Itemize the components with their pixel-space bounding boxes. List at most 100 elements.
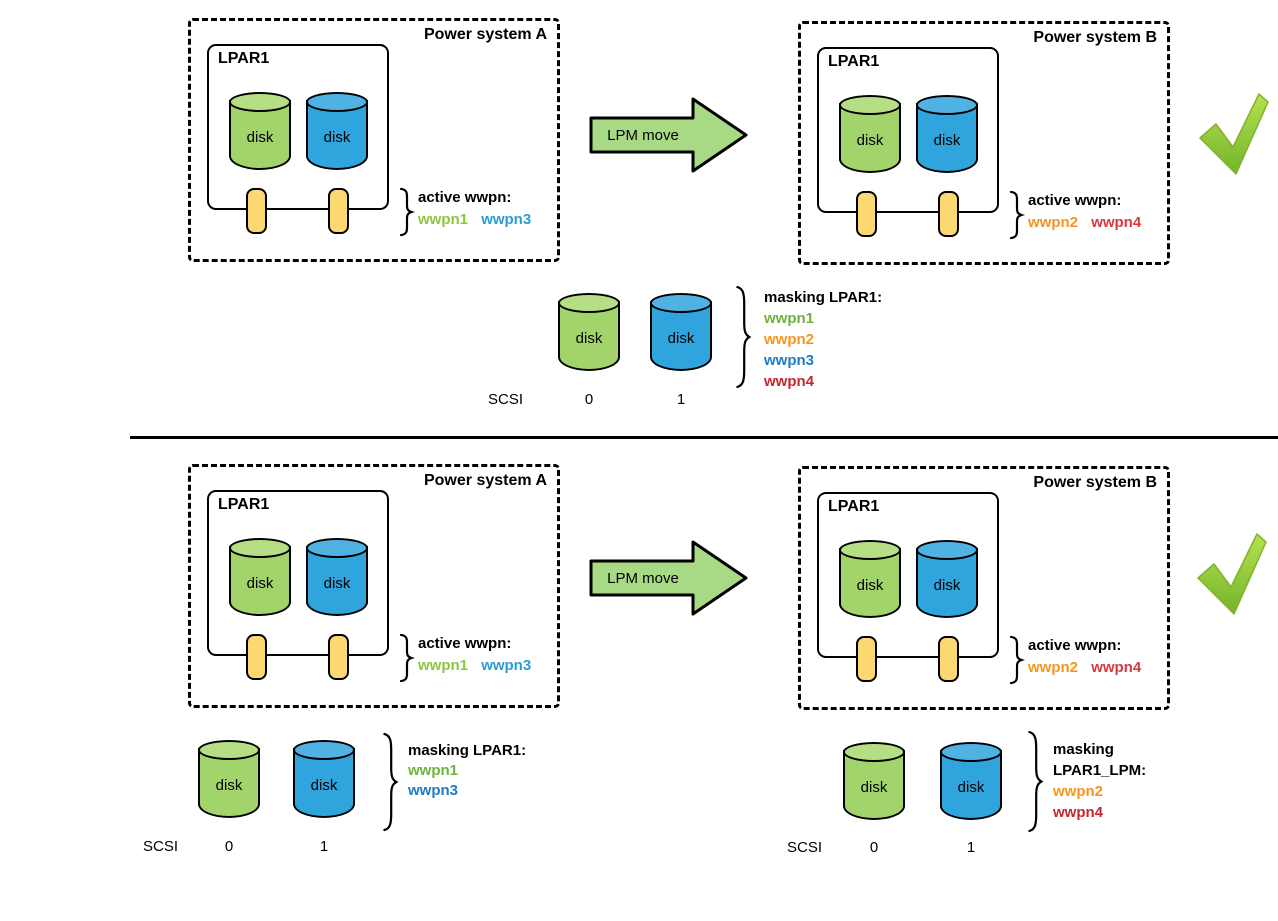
power-system-b-box-top: Power system B LPAR1 disk disk active ww… — [798, 21, 1170, 265]
fc-adapter — [246, 188, 267, 234]
disk-cylinder-green: disk — [198, 740, 260, 818]
active-wwpn-block: active wwpn: wwpn2 wwpn4 — [1028, 635, 1141, 679]
active-wwpn-values: wwpn2 wwpn4 — [1028, 212, 1141, 234]
disk-top — [916, 95, 978, 115]
wwpn-value: wwpn4 — [1091, 659, 1142, 676]
disk-cylinder-blue: disk — [306, 538, 368, 616]
brace — [398, 188, 413, 236]
lpm-move-arrow: LPM move — [588, 538, 750, 618]
power-system-title: Power system A — [423, 472, 547, 489]
disk-cylinder-green: disk — [839, 540, 901, 618]
lpar-label: LPAR1 — [828, 53, 880, 70]
disk-label: disk — [323, 575, 351, 592]
lpar-box: LPAR1 disk disk — [817, 492, 999, 658]
wwpn-value: wwpn1 — [418, 657, 469, 674]
active-wwpn-values: wwpn1 wwpn3 — [418, 209, 531, 231]
disk-top — [229, 538, 291, 558]
brace — [734, 285, 751, 389]
disk-label: disk — [957, 779, 985, 796]
wwpn-value: wwpn2 — [1028, 659, 1079, 676]
wwpn-value: wwpn2 — [764, 331, 815, 348]
wwpn-value: wwpn3 — [481, 657, 532, 674]
lpar-box: LPAR1 disk disk — [207, 44, 389, 210]
power-system-title: Power system B — [1033, 29, 1157, 46]
active-wwpn-values: wwpn1 wwpn3 — [418, 655, 531, 677]
lpm-move-label: LPM move — [607, 570, 679, 587]
disk-label: disk — [667, 330, 695, 347]
lpar-box: LPAR1 disk disk — [207, 490, 389, 656]
disk-label: disk — [933, 577, 961, 594]
disk-top — [293, 740, 355, 760]
brace — [1008, 636, 1023, 684]
block-arrow-icon — [589, 97, 748, 173]
disk-top — [306, 92, 368, 112]
disk-cylinder-green: disk — [229, 538, 291, 616]
active-wwpn-label: active wwpn: — [1028, 192, 1122, 209]
wwpn-value: wwpn1 — [418, 211, 469, 228]
disk-label: disk — [575, 330, 603, 347]
fc-adapter — [856, 191, 877, 237]
wwpn-value: wwpn3 — [764, 352, 815, 369]
wwpn-value: wwpn2 — [1028, 214, 1079, 231]
scsi-slot-0: 0 — [869, 839, 879, 856]
disk-top — [558, 293, 620, 313]
block-arrow-icon — [589, 540, 748, 616]
disk-cylinder-blue: disk — [650, 293, 712, 371]
wwpn-value: wwpn1 — [764, 310, 815, 327]
disk-label: disk — [323, 129, 351, 146]
scsi-label: SCSI — [143, 838, 179, 855]
active-wwpn-values: wwpn2 wwpn4 — [1028, 657, 1141, 679]
scsi-slot-0: 0 — [224, 838, 234, 855]
disk-top — [839, 95, 901, 115]
scsi-label: SCSI — [488, 391, 524, 408]
active-wwpn-block: active wwpn: wwpn1 wwpn3 — [418, 633, 531, 677]
disk-top — [229, 92, 291, 112]
fc-adapter — [328, 634, 349, 680]
disk-label: disk — [215, 777, 243, 794]
brace — [381, 732, 398, 832]
disk-cylinder-blue: disk — [940, 742, 1002, 820]
disk-cylinder-blue: disk — [916, 540, 978, 618]
scsi-label: SCSI — [787, 839, 823, 856]
masking-group-a: disk disk masking LPAR1: wwpn1 wwpn3 SCS… — [143, 732, 563, 867]
lpar-label: LPAR1 — [218, 50, 270, 67]
disk-body — [916, 548, 978, 618]
disk-top — [940, 742, 1002, 762]
power-system-a-box-bottom: Power system A LPAR1 disk disk active ww… — [188, 464, 560, 708]
lpm-move-label: LPM move — [607, 127, 679, 144]
wwpn-value: wwpn3 — [408, 782, 459, 799]
disk-label: disk — [856, 577, 884, 594]
wwpn-value: wwpn4 — [764, 373, 815, 390]
active-wwpn-block: active wwpn: wwpn2 wwpn4 — [1028, 190, 1141, 234]
active-wwpn-block: active wwpn: wwpn1 wwpn3 — [418, 187, 531, 231]
masking-text-block: masking LPAR1: wwpn1 wwpn2 wwpn3 wwpn4 — [764, 287, 882, 392]
masking-text-block: masking LPAR1: wwpn1 wwpn3 — [408, 741, 526, 801]
disk-cylinder-green: disk — [839, 95, 901, 173]
disk-cylinder-green: disk — [558, 293, 620, 371]
disk-cylinder-green: disk — [843, 742, 905, 820]
masking-title: masking LPAR1_LPM: — [1053, 741, 1147, 779]
fc-adapter — [246, 634, 267, 680]
masking-text-block: masking LPAR1_LPM: wwpn2 wwpn4 — [1053, 739, 1168, 823]
masking-title: masking LPAR1: — [764, 289, 883, 306]
power-system-title: Power system B — [1033, 474, 1157, 491]
masking-group-b: disk disk masking LPAR1_LPM: wwpn2 wwpn4… — [787, 730, 1207, 870]
power-system-b-box-bottom: Power system B LPAR1 disk disk active ww… — [798, 466, 1170, 710]
scsi-slot-0: 0 — [584, 391, 594, 408]
disk-label: disk — [246, 129, 274, 146]
disk-cylinder-green: disk — [229, 92, 291, 170]
fc-adapter — [328, 188, 349, 234]
disk-top — [198, 740, 260, 760]
scsi-slot-1: 1 — [966, 839, 976, 856]
active-wwpn-label: active wwpn: — [1028, 637, 1122, 654]
disk-top — [650, 293, 712, 313]
active-wwpn-label: active wwpn: — [418, 635, 512, 652]
brace — [398, 634, 413, 682]
disk-cylinder-blue: disk — [916, 95, 978, 173]
fc-adapter — [938, 191, 959, 237]
wwpn-value: wwpn1 — [408, 762, 459, 779]
power-system-title: Power system A — [423, 26, 547, 43]
checkmark-icon — [1197, 533, 1267, 615]
disk-label: disk — [310, 777, 338, 794]
lpar-label: LPAR1 — [218, 496, 270, 513]
